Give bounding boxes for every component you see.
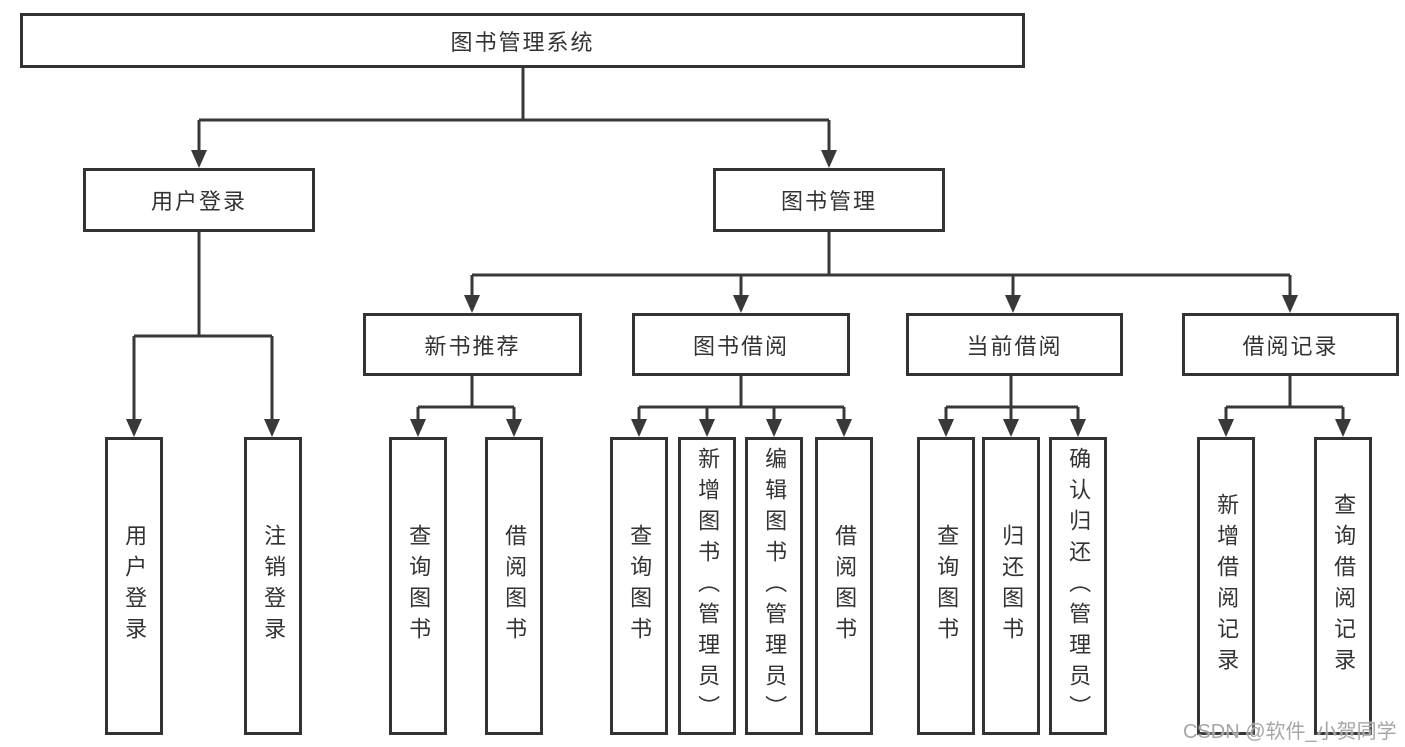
arrowhead-icon (836, 419, 852, 437)
leaf-confirm-return-admin: 确认归还（管理员） (1049, 437, 1107, 735)
arrowhead-icon (1335, 419, 1351, 437)
leaf-label: 借阅图书 (502, 524, 528, 648)
arrowhead-icon (733, 295, 749, 313)
arrowhead-icon (1070, 419, 1086, 437)
leaf-label: 注销登录 (261, 524, 287, 648)
arrowhead-icon (631, 419, 647, 437)
arrowhead-icon (506, 419, 522, 437)
leaf-query-books-borrow: 查询图书 (610, 437, 668, 735)
node-book-borrowing: 图书借阅 (632, 313, 850, 376)
arrowhead-icon (1282, 295, 1298, 313)
arrowhead-icon (126, 419, 142, 437)
leaf-label: 查询图书 (406, 524, 432, 648)
connector-book-borrow-to-leaves (631, 376, 852, 437)
arrowhead-icon (699, 419, 715, 437)
leaf-label: 编辑图书（管理员） (762, 446, 788, 726)
node-book-management: 图书管理 (713, 168, 945, 232)
leaf-label: 新增图书（管理员） (695, 446, 721, 726)
connector-current-borrow-to-leaves (938, 376, 1086, 437)
csdn-watermark: CSDN @软件_小贺同学 (1183, 721, 1397, 743)
leaf-query-books-current: 查询图书 (917, 437, 975, 735)
leaf-borrow-books: 借阅图书 (815, 437, 873, 735)
connector-user-login-to-leaves (126, 232, 280, 437)
leaf-label: 查询图书 (934, 524, 960, 648)
leaf-user-login: 用户登录 (105, 437, 163, 735)
arrowhead-icon (464, 295, 480, 313)
leaf-edit-book-admin: 编辑图书（管理员） (745, 437, 803, 735)
leaf-add-book-admin: 新增图书（管理员） (678, 437, 736, 735)
arrowhead-icon (410, 419, 426, 437)
leaf-borrow-books-recommend: 借阅图书 (485, 437, 543, 735)
connector-book-management-to-level2 (464, 232, 1298, 313)
connector-root-to-level1 (191, 68, 837, 168)
arrowhead-icon (1005, 295, 1021, 313)
arrowhead-icon (1218, 419, 1234, 437)
leaf-label: 用户登录 (122, 524, 148, 648)
leaf-add-borrow-record: 新增借阅记录 (1197, 437, 1255, 735)
arrowhead-icon (264, 419, 280, 437)
leaf-query-borrow-record: 查询借阅记录 (1314, 437, 1372, 735)
connector-borrow-records-to-leaves (1218, 376, 1351, 437)
leaf-return-books: 归还图书 (982, 437, 1040, 735)
leaf-label: 查询借阅记录 (1331, 493, 1357, 679)
arrowhead-icon (1003, 419, 1019, 437)
node-library-system: 图书管理系统 (20, 13, 1025, 68)
node-user-login: 用户登录 (83, 168, 315, 232)
leaf-query-books-recommend: 查询图书 (389, 437, 447, 735)
node-borrowing-records: 借阅记录 (1182, 313, 1399, 376)
leaf-label: 归还图书 (999, 524, 1025, 648)
connector-new-book-to-leaves (410, 376, 522, 437)
arrowhead-icon (938, 419, 954, 437)
leaf-label: 确认归还（管理员） (1066, 446, 1092, 726)
leaf-logout: 注销登录 (244, 437, 302, 735)
node-new-book-recommendation: 新书推荐 (363, 313, 582, 376)
node-current-borrowing: 当前借阅 (906, 313, 1123, 376)
arrowhead-icon (766, 419, 782, 437)
leaf-label: 查询图书 (627, 524, 653, 648)
arrowhead-icon (191, 150, 207, 168)
arrowhead-icon (821, 150, 837, 168)
leaf-label: 新增借阅记录 (1214, 493, 1240, 679)
leaf-label: 借阅图书 (832, 524, 858, 648)
